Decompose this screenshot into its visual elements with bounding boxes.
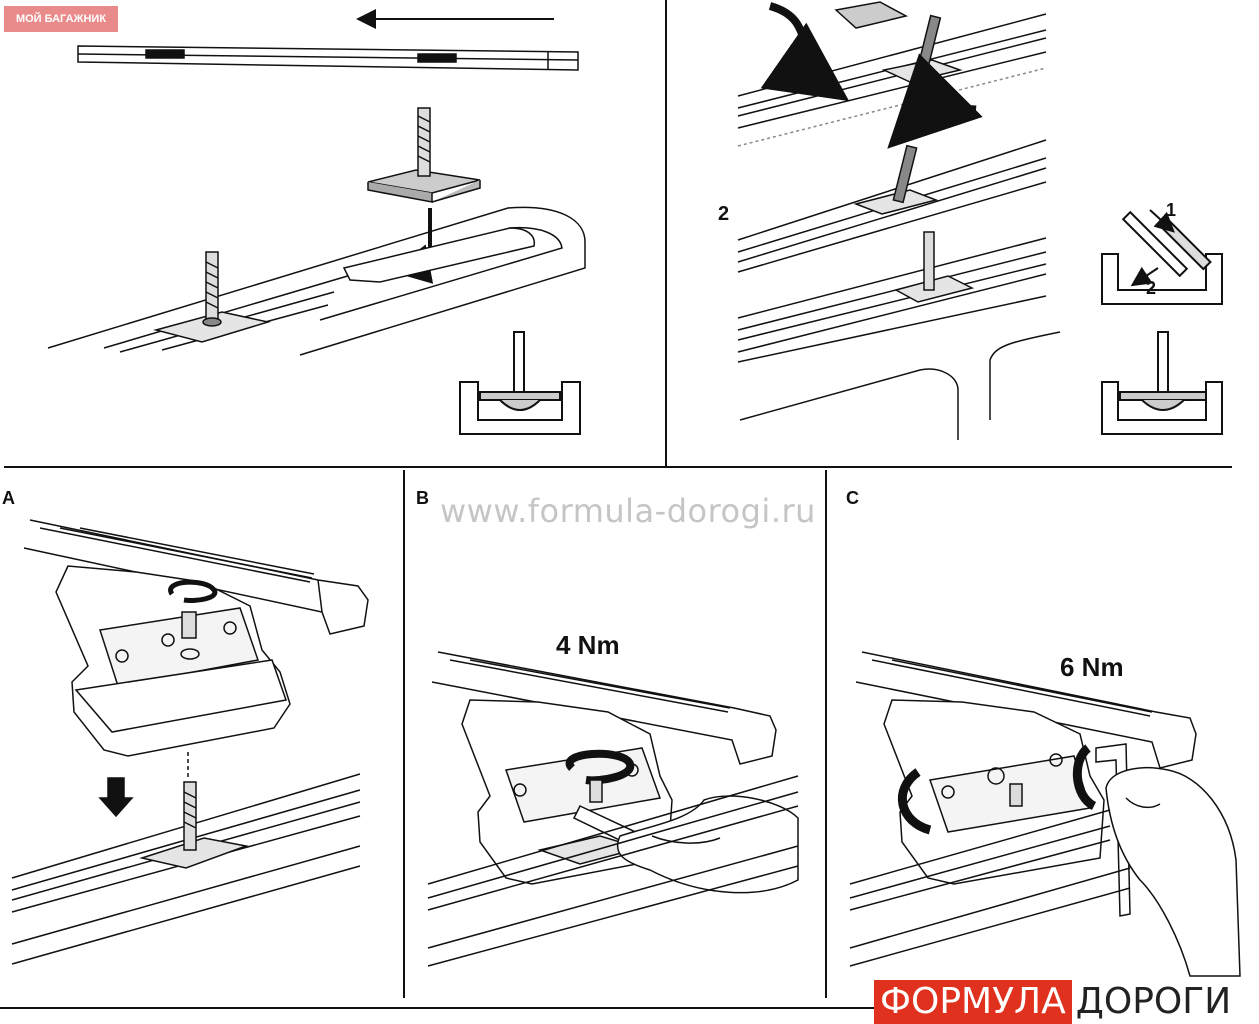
rail-middle — [737, 53, 1047, 273]
rotate-arrow-icon — [887, 53, 983, 149]
panel-c: C 6 Nm — [846, 488, 1241, 977]
t-bolt-icon — [367, 107, 481, 203]
foot-assembly — [883, 699, 1105, 885]
panel-dividers — [0, 0, 1232, 1009]
site-badge: МОЙ БАГАЖНИК — [4, 6, 118, 32]
bar-end — [47, 206, 586, 356]
roof-bar — [855, 651, 1197, 769]
logo-part-2: ДОРОГИ — [1075, 981, 1232, 1022]
torque-label-c: 6 Nm — [1060, 652, 1124, 682]
detail-label-2: 2 — [1146, 278, 1156, 298]
watermark-url: www.formula-dorogi.ru — [440, 492, 816, 530]
panel-a: A — [2, 488, 369, 965]
t-bolt-inserted — [153, 251, 271, 343]
rail-b — [427, 775, 799, 967]
panel-label-b: B — [416, 488, 429, 508]
rail-detail-rotate: 1 2 — [1101, 200, 1223, 305]
rail-a — [11, 773, 361, 965]
rotate-arrow-icon — [897, 768, 932, 835]
detail-label-1: 1 — [1166, 200, 1176, 220]
logo-part-1: ФОРМУЛА — [874, 980, 1072, 1024]
rail-detail-locked — [1101, 331, 1223, 435]
hand-icon — [1105, 767, 1241, 977]
panel-top-left — [47, 9, 586, 435]
brand-logo: ФОРМУЛА ДОРОГИ — [874, 980, 1235, 1024]
rotate-arrow-icon — [565, 749, 635, 785]
rail-strip — [77, 45, 579, 71]
step-label: 2 — [718, 203, 729, 225]
hand-icon — [572, 795, 799, 894]
panel-label-c: C — [846, 488, 859, 508]
rail-upper — [737, 1, 1047, 147]
panel-label-a: A — [2, 488, 15, 508]
foot-assembly — [55, 565, 291, 757]
arrow-down-icon — [98, 777, 134, 818]
rail-lower — [737, 231, 1061, 440]
roof-bar — [23, 519, 369, 635]
rotate-arrow-icon — [1072, 744, 1097, 811]
roof-bar — [431, 651, 777, 765]
panel-top-right: 2 1 2 — [718, 1, 1223, 440]
torque-label-b: 4 Nm — [556, 630, 620, 660]
rail-cross-section — [459, 331, 581, 435]
rotate-arrow-icon — [168, 579, 218, 603]
twist-arrow-icon — [760, 2, 850, 102]
panel-b: B 4 Nm — [416, 488, 799, 967]
rail-c — [849, 809, 1131, 967]
